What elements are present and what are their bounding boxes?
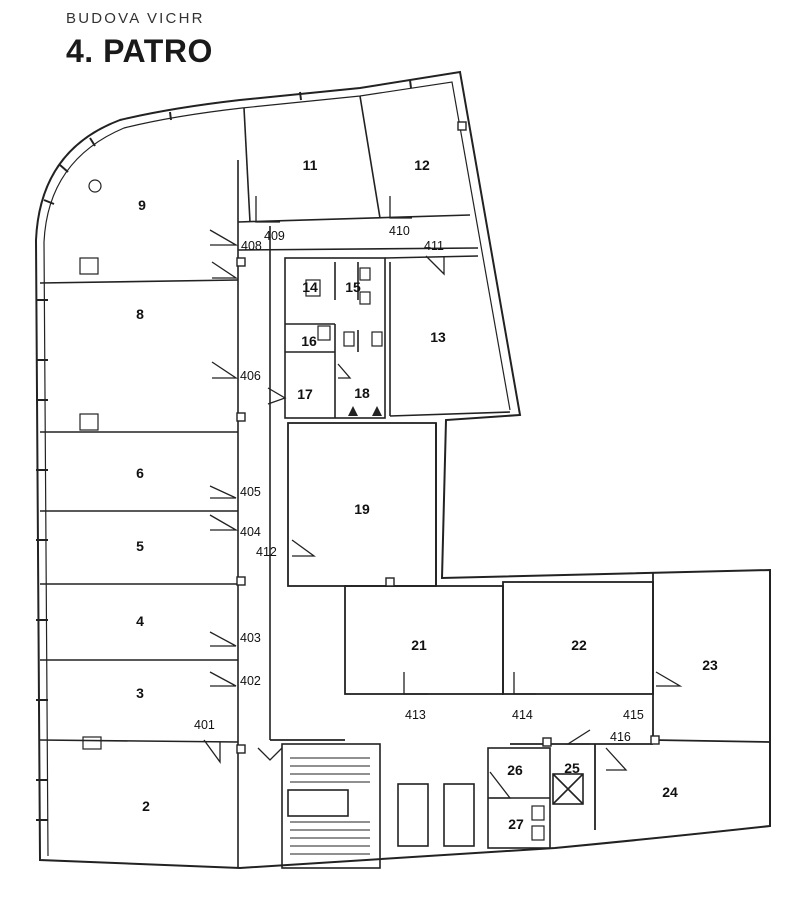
floor-title: 4. PATRO <box>66 33 213 69</box>
door-413-label: 413 <box>405 708 426 722</box>
building-name: BUDOVA VICHR <box>66 10 205 27</box>
room-3-label: 3 <box>136 685 144 701</box>
room-6-label: 6 <box>136 465 144 481</box>
plan-header: BUDOVA VICHR 4. PATRO <box>66 10 213 70</box>
door-416-label: 416 <box>610 730 631 744</box>
outer-walls <box>34 70 771 870</box>
room-14-label: 14 <box>302 279 318 295</box>
east-wing-walls <box>270 572 771 830</box>
room-2-label: 2 <box>142 798 150 814</box>
door-404-label: 404 <box>240 525 261 539</box>
room-15-label: 15 <box>345 279 361 295</box>
door-411-label: 411 <box>424 239 444 253</box>
hygiene-icons <box>348 406 382 416</box>
room-27-label: 27 <box>508 816 524 832</box>
room-22-label: 22 <box>571 637 587 653</box>
door-414-label: 414 <box>512 708 533 722</box>
door-406-label: 406 <box>240 369 261 383</box>
room-18-label: 18 <box>354 385 370 401</box>
facade-ticks <box>36 79 412 821</box>
south-core-walls <box>281 743 584 869</box>
door-swings <box>203 196 683 799</box>
door-401-label: 401 <box>194 718 215 732</box>
door-405-label: 405 <box>240 485 261 499</box>
door-410-label: 410 <box>389 224 410 238</box>
door-409-label: 409 <box>264 229 285 243</box>
room-26-label: 26 <box>507 762 523 778</box>
west-partitions <box>39 160 271 868</box>
room-19-label: 19 <box>354 501 370 517</box>
room-4-label: 4 <box>136 613 144 629</box>
room-23-label: 23 <box>702 657 718 673</box>
room-13-label: 13 <box>430 329 446 345</box>
room-labels: 9 11 12 8 14 15 16 13 17 18 6 19 5 4 21 … <box>136 157 718 832</box>
room-21-label: 21 <box>411 637 427 653</box>
room-17-label: 17 <box>297 386 313 402</box>
door-403-label: 403 <box>240 631 261 645</box>
door-408-label: 408 <box>241 239 262 253</box>
fixtures <box>79 179 545 841</box>
north-partitions <box>237 95 479 251</box>
core-walls <box>284 255 511 419</box>
door-412-label: 412 <box>256 545 277 559</box>
staircase <box>287 757 370 855</box>
columns <box>236 121 660 754</box>
room-5-label: 5 <box>136 538 144 554</box>
room-12-label: 12 <box>414 157 430 173</box>
door-labels: 408 409 410 411 406 405 404 412 403 402 … <box>194 224 644 744</box>
room-24-label: 24 <box>662 784 678 800</box>
room-16-label: 16 <box>301 333 317 349</box>
door-402-label: 402 <box>240 674 261 688</box>
door-415-label: 415 <box>623 708 644 722</box>
room-25-label: 25 <box>564 760 580 776</box>
room-11-label: 11 <box>303 157 318 173</box>
room-8-label: 8 <box>136 306 144 322</box>
room-9-label: 9 <box>138 197 146 213</box>
